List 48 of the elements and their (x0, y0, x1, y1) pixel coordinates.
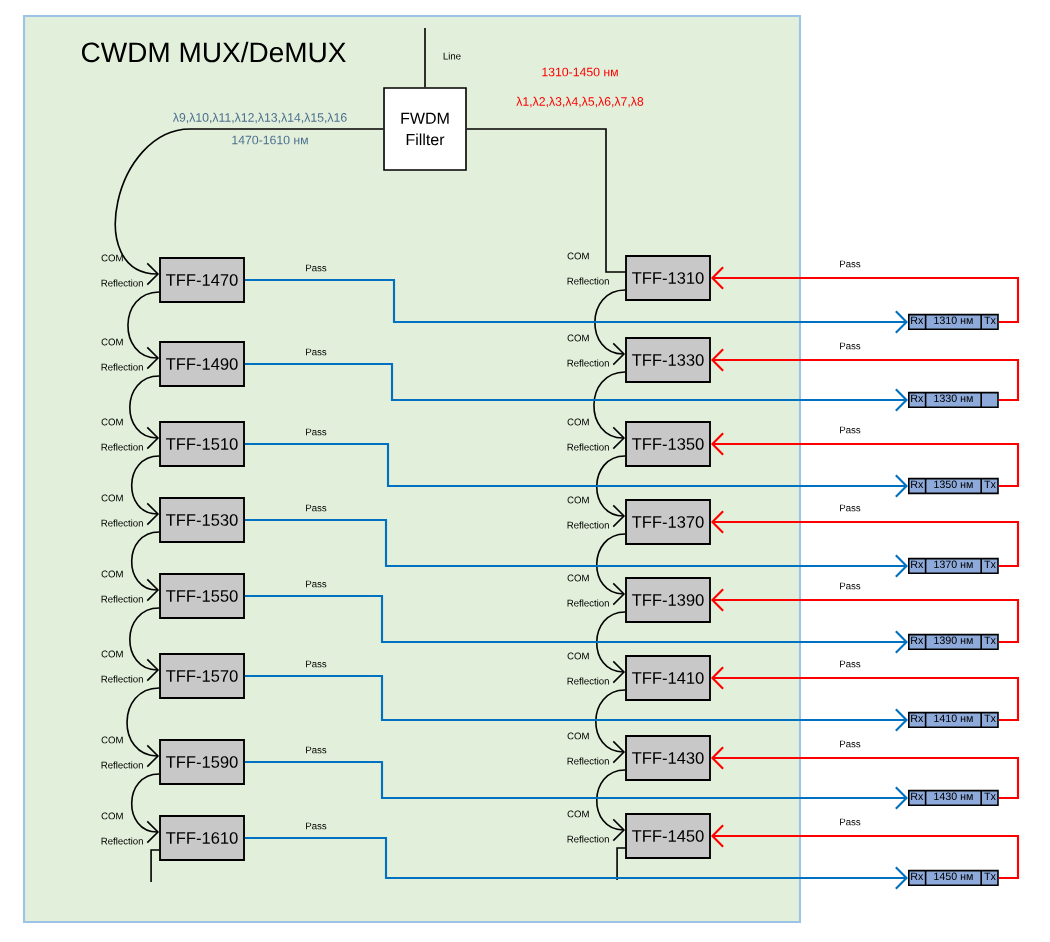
connector-arrow (710, 266, 1020, 324)
filter-box: TFF-1430 (625, 735, 711, 781)
connector-arrow (130, 531, 160, 602)
filter-box: TFF-1590 (159, 739, 245, 785)
connector-arrow (130, 773, 160, 844)
filter-box: TFF-1410 (625, 655, 711, 701)
connector-arrow (244, 518, 908, 578)
connector-arrow (595, 611, 626, 684)
filter-box: TFF-1570 (159, 653, 245, 699)
connector-arrow (595, 533, 626, 606)
connector-arrow (710, 588, 1020, 644)
connector-arrow (244, 594, 908, 654)
connector-arrow (710, 432, 1020, 488)
filter-box: TFF-1490 (159, 341, 245, 387)
connector-arrow (710, 746, 1020, 800)
filter-box: TFF-1610 (159, 815, 245, 861)
connector-arrow (114, 128, 384, 286)
connector-arrow (595, 769, 626, 842)
connector-arrow (710, 510, 1020, 568)
filter-box: TFF-1350 (625, 421, 711, 467)
connector-arrow (127, 291, 160, 370)
connector-arrow (244, 362, 908, 412)
connector-arrow (244, 760, 908, 810)
connector-arrow (593, 371, 626, 450)
connector-arrow (126, 687, 160, 768)
connector-arrow (129, 607, 160, 682)
filter-box: TFF-1510 (159, 421, 245, 467)
connector-arrow (130, 455, 160, 526)
connector-arrow (710, 666, 1020, 722)
connector-arrow (710, 824, 1020, 880)
filter-box: TFF-1530 (159, 497, 245, 543)
connector-arrow (244, 442, 908, 498)
connector-arrow (129, 375, 160, 450)
filter-box: TFF-1330 (625, 337, 711, 383)
connector-arrow (595, 455, 626, 528)
filter-box: TFF-1470 (159, 257, 245, 303)
connector-arrow (594, 289, 626, 366)
connector-arrow (244, 674, 908, 732)
filter-box: TFF-1370 (625, 499, 711, 545)
connector-arrow (244, 278, 908, 334)
filter-box: TFF-1390 (625, 577, 711, 623)
connector-arrow (710, 348, 1020, 402)
filter-box: TFF-1550 (159, 573, 245, 619)
connector-arrow (595, 689, 626, 764)
filter-box: FWDM Fillter (383, 87, 467, 171)
connector-arrow (244, 836, 908, 890)
filter-box: TFF-1450 (625, 813, 711, 859)
filter-box: TFF-1310 (625, 255, 711, 301)
